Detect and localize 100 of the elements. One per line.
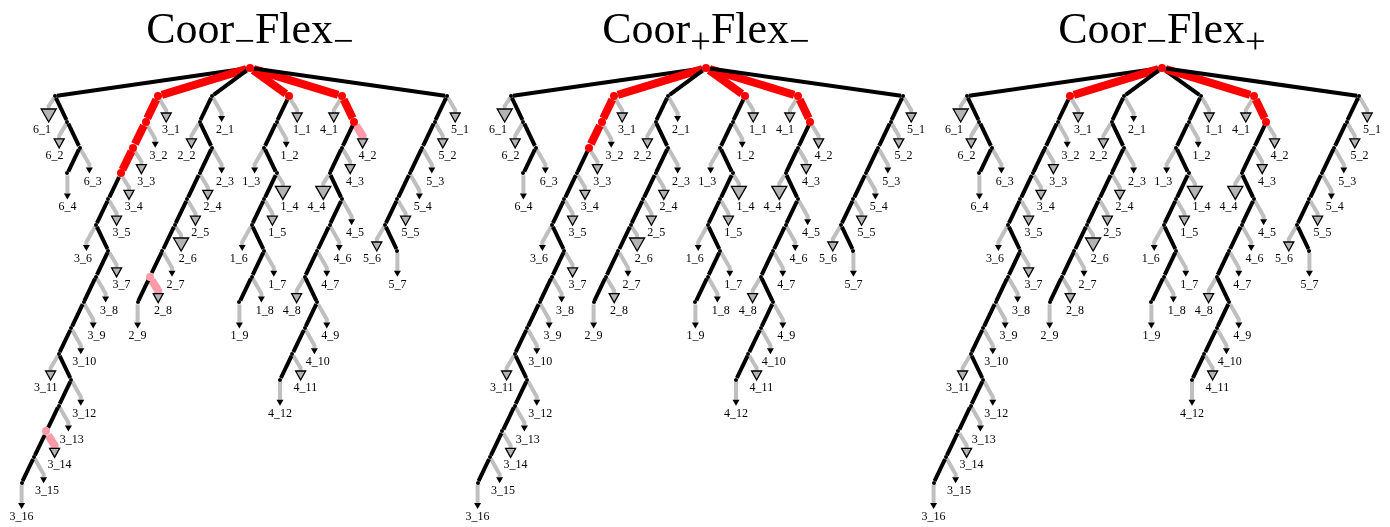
branch-line: [1175, 148, 1190, 173]
leaf-branch: [810, 124, 825, 149]
branch-line: [1175, 174, 1190, 199]
leaf-branch: [1147, 304, 1155, 329]
leaf-branch: [63, 175, 71, 200]
branch-line: [772, 225, 787, 250]
junction-dot: [327, 171, 332, 176]
leaf-label: 4_8: [738, 303, 757, 317]
junction-dot: [77, 145, 82, 150]
leaf-label: 2_4: [1115, 200, 1134, 214]
branch-line: [719, 148, 734, 173]
leaf-label: 1_1: [293, 123, 311, 136]
leaf-branch: [263, 251, 278, 277]
branch-line: [1031, 148, 1047, 173]
junction-dot: [302, 326, 307, 331]
leaf-branch: [509, 122, 525, 149]
junction-dot: [56, 352, 61, 356]
leaf-branch: [864, 174, 879, 200]
junction-dot: [69, 326, 74, 331]
leaf-branch: [797, 200, 812, 226]
branch-line: [735, 354, 750, 379]
junction-dot: [851, 197, 856, 202]
branch-line: [161, 225, 176, 250]
branch-line: [668, 68, 704, 97]
leaf-branch: [1044, 148, 1060, 175]
leaf-branch: [730, 174, 748, 201]
junction-dot: [521, 119, 526, 124]
branch-line: [706, 251, 722, 276]
junction-dot: [274, 119, 279, 124]
junction-dot: [1109, 171, 1114, 176]
junction-dot: [574, 171, 579, 176]
branch-line: [33, 434, 47, 457]
junction-dot: [796, 197, 800, 202]
junction-dot: [1199, 94, 1203, 98]
leaf-label: 3_4: [580, 200, 599, 214]
junction-dot: [771, 248, 776, 253]
leaf-label: 3_14: [47, 458, 72, 472]
branch-line: [1240, 148, 1255, 173]
branch-line: [982, 303, 997, 328]
branch-line: [328, 148, 343, 173]
leaf-label: 3_3: [593, 174, 612, 188]
junction-dot: [1307, 197, 1312, 202]
leaf-branch: [563, 199, 579, 226]
junction-dot: [1174, 248, 1179, 253]
leaf-branch: [1097, 122, 1113, 149]
junction-dot: [718, 197, 723, 202]
junction-dot: [730, 119, 735, 124]
junction-dot: [197, 119, 202, 124]
branch-line: [1072, 65, 1160, 99]
leaf-label: 1_3: [1154, 174, 1173, 188]
junction-dot: [1072, 248, 1077, 253]
leaf-label: 4_7: [777, 277, 796, 291]
leaf-branch: [538, 303, 553, 329]
leaf-label: 5_7: [1300, 277, 1319, 291]
junction-dot: [340, 197, 344, 202]
leaf-label: 3_8: [100, 303, 118, 317]
leaf-branch: [526, 380, 541, 406]
leaf-label: 4_12: [268, 406, 292, 420]
junction-dot: [981, 326, 986, 331]
leaf-branch: [251, 148, 266, 174]
junction-dot: [81, 300, 86, 305]
junction-dot: [944, 455, 948, 460]
leaf-label: 1_3: [242, 174, 261, 188]
branch-line: [1345, 96, 1360, 121]
leaf-branch: [1308, 199, 1324, 226]
leaf-label: 4_2: [1270, 148, 1289, 162]
junction-dot: [705, 274, 710, 279]
leaf-branch: [538, 225, 553, 251]
junction-dot: [172, 223, 177, 227]
branch-line: [328, 200, 343, 225]
leaf-label: 4_1: [776, 123, 794, 136]
branch-line: [250, 251, 266, 276]
branch-line: [212, 68, 248, 97]
leaf-label: 5_5: [1313, 226, 1332, 240]
leaf-branch: [238, 225, 253, 251]
leaf-label: 2_6: [634, 252, 653, 265]
branch-line: [719, 174, 734, 199]
junction-dot: [1344, 119, 1349, 124]
leaf-branch: [393, 252, 401, 277]
leaf-label: 1_3: [698, 174, 717, 188]
junction-dot: [1250, 92, 1258, 100]
leaf-label: 5_3: [426, 174, 445, 188]
junction-dot: [210, 145, 214, 150]
leaf-label: 2_5: [1103, 226, 1122, 240]
branch-line: [1296, 225, 1311, 250]
leaf-label: 1_7: [1180, 277, 1199, 291]
panel-title: Coor$_{−}$Flex$_{+}$: [1058, 4, 1266, 63]
junction-dot: [445, 94, 449, 98]
junction-dot: [525, 326, 530, 331]
junction-dot: [19, 481, 24, 485]
leaf-branch: [186, 199, 202, 226]
junction-dot: [616, 248, 621, 253]
branch-line: [1187, 96, 1202, 121]
leaf-branch: [44, 354, 60, 381]
junction-dot: [407, 171, 412, 176]
leaf-label: 3_9: [543, 329, 562, 343]
junction-dot: [610, 92, 618, 100]
branch-line: [501, 406, 516, 431]
leaf-branch: [1084, 225, 1102, 252]
leaf-branch: [315, 174, 332, 201]
